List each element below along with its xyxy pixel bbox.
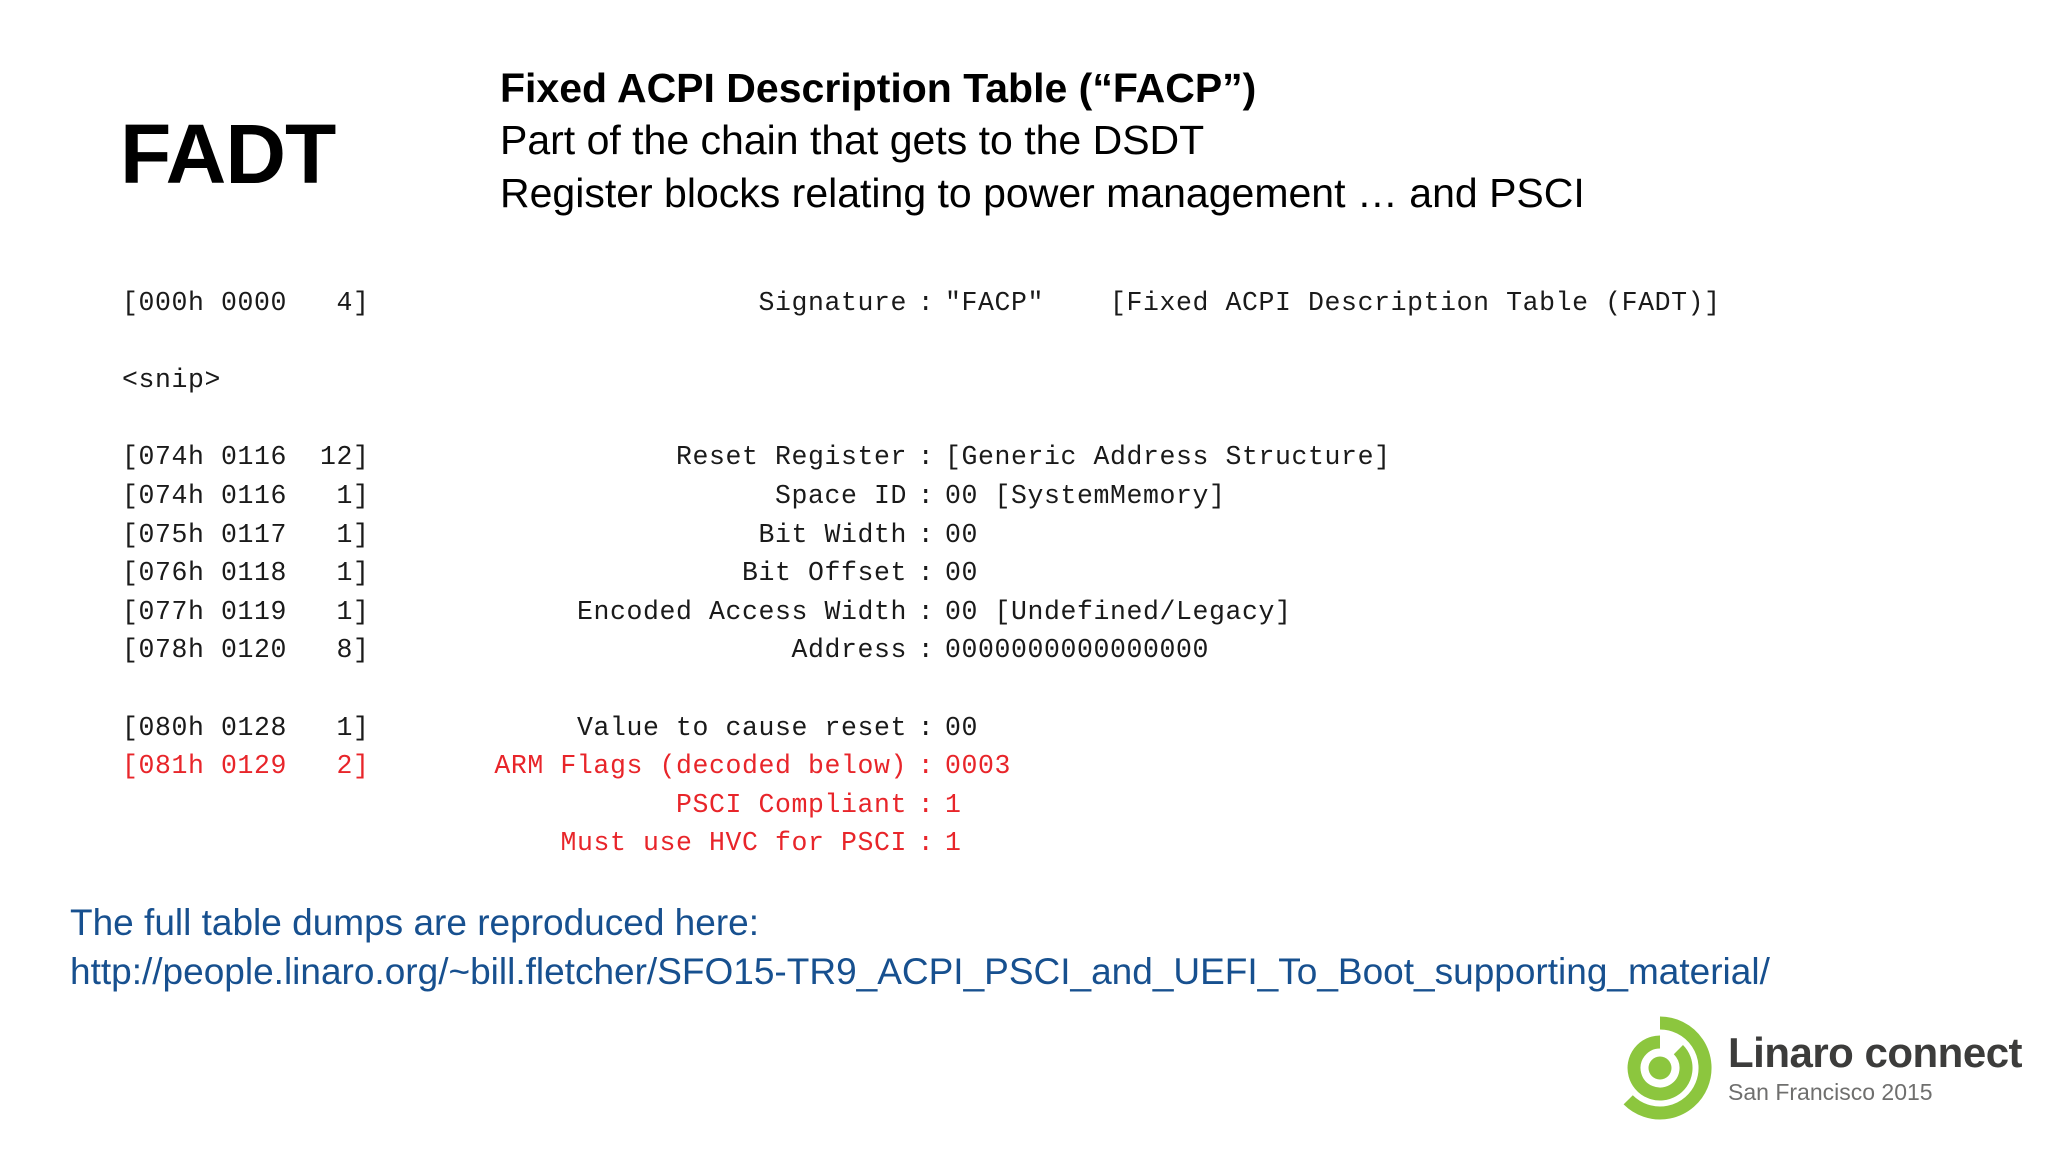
dump-offset-cell: [078h 0120 8] <box>122 635 370 666</box>
dump-field-row: Must use HVC for PSCI:1 <box>122 824 1721 863</box>
dump-value-cell: 1 <box>945 789 962 820</box>
dump-field-row: [075h 0117 1] Bit Width:00 <box>122 516 1721 555</box>
dump-field-row: [077h 0119 1] Encoded Access Width:00 [Un… <box>122 593 1721 632</box>
dump-snip-text: <snip> <box>122 365 222 396</box>
dump-label-cell: Bit Offset <box>741 558 907 589</box>
brand-logo: Linaro connect San Francisco 2015 <box>1608 1016 2023 1120</box>
dump-field-row: [074h 0116 1] Space ID:00 [SystemMemory] <box>122 477 1721 516</box>
dump-separator-cell: : <box>917 751 935 782</box>
footer-lead-text: The full table dumps are reproduced here… <box>70 902 760 943</box>
brand-subtitle: San Francisco 2015 <box>1728 1079 1933 1105</box>
dump-value-cell: 0000000000000000 <box>945 635 1210 666</box>
dump-spacer-row <box>122 323 1721 362</box>
dump-offset-cell: [075h 0117 1] <box>122 519 370 550</box>
dump-separator-cell: : <box>917 519 935 550</box>
dump-field-row: [074h 0116 12] Reset Register: [Generic Ad… <box>122 438 1721 477</box>
dump-spacer-row <box>122 670 1721 709</box>
acpi-table-dump: [000h 0000 4] Signature: "FACP" [Fixed ACP… <box>122 284 1721 863</box>
dump-label-cell: Reset Register <box>675 442 907 473</box>
dump-offset-cell: [081h 0129 2] <box>122 751 370 782</box>
dump-label-cell: ARM Flags (decoded below) <box>494 751 907 782</box>
brand-name: Linaro connect <box>1728 1029 2023 1076</box>
dump-label-cell: Encoded Access Width <box>576 596 907 627</box>
linaro-rings-icon <box>1623 1016 1712 1120</box>
dump-separator-cell: : <box>917 635 935 666</box>
dump-label-cell: Bit Width <box>758 519 907 550</box>
dump-field-row: [000h 0000 4] Signature: "FACP" [Fixed ACP… <box>122 284 1721 323</box>
dump-label-cell: PSCI Compliant <box>675 789 907 820</box>
headline-tertiary: Register blocks relating to power manage… <box>500 169 1585 216</box>
dump-offset-cell: [000h 0000 4] <box>122 288 370 318</box>
dump-label-cell: Address <box>791 635 907 666</box>
dump-separator-cell: : <box>917 828 935 859</box>
dump-value-cell: 00 <box>945 519 979 550</box>
dump-snip-row: <snip> <box>122 361 1721 400</box>
dump-offset-cell: [074h 0116 1] <box>122 480 370 511</box>
dump-separator-cell: : <box>917 288 935 318</box>
headline-primary: Fixed ACPI Description Table (“FACP”) <box>500 65 1257 111</box>
dump-label-cell: Signature <box>758 288 907 318</box>
dump-value-cell: 1 <box>945 828 962 859</box>
dump-offset-cell: [076h 0118 1] <box>122 558 370 589</box>
footer-note: The full table dumps are reproduced here… <box>70 898 1970 996</box>
dump-separator-cell: : <box>917 712 935 743</box>
dump-value-cell: 00 [SystemMemory] <box>945 480 1226 511</box>
dump-value-cell: 00 [Undefined/Legacy] <box>945 596 1292 627</box>
page-title: FADT <box>120 107 336 201</box>
dump-offset-cell: [074h 0116 12] <box>122 442 370 473</box>
reference-url-link[interactable]: http://people.linaro.org/~bill.fletcher/… <box>70 951 1770 992</box>
headline-block: Fixed ACPI Description Table (“FACP”) Pa… <box>500 62 2000 219</box>
dump-value-cell: "FACP" [Fixed ACPI Description Table (FA… <box>945 288 1721 318</box>
headline-secondary: Part of the chain that gets to the DSDT <box>500 117 1205 164</box>
dump-separator-cell: : <box>917 480 935 511</box>
dump-spacer-row <box>122 400 1721 439</box>
dump-value-cell: 0003 <box>945 751 1012 782</box>
dump-value-cell: 00 <box>945 712 979 743</box>
dump-separator-cell: : <box>917 789 935 820</box>
dump-separator-cell: : <box>917 596 935 627</box>
dump-separator-cell: : <box>917 442 935 473</box>
brand-text: Linaro connect San Francisco 2015 <box>1728 1029 2023 1105</box>
dump-label-cell: Space ID <box>774 480 907 511</box>
dump-field-row: [076h 0118 1] Bit Offset:00 <box>122 554 1721 593</box>
dump-field-row: PSCI Compliant:1 <box>122 786 1721 825</box>
dump-value-cell: [Generic Address Structure] <box>945 442 1391 473</box>
dump-label-cell: Value to cause reset <box>576 712 907 743</box>
dump-label-cell: Must use HVC for PSCI <box>560 828 907 859</box>
dump-field-row: [081h 0129 2] ARM Flags (decoded below):0… <box>122 747 1721 786</box>
dump-field-row: [078h 0120 8] Address:0000000000000000 <box>122 631 1721 670</box>
dump-offset-cell: [080h 0128 1] <box>122 712 370 743</box>
dump-value-cell: 00 <box>945 558 979 589</box>
dump-separator-cell: : <box>917 558 935 589</box>
dump-field-row: [080h 0128 1] Value to cause reset:00 <box>122 709 1721 748</box>
dump-offset-cell: [077h 0119 1] <box>122 596 370 627</box>
